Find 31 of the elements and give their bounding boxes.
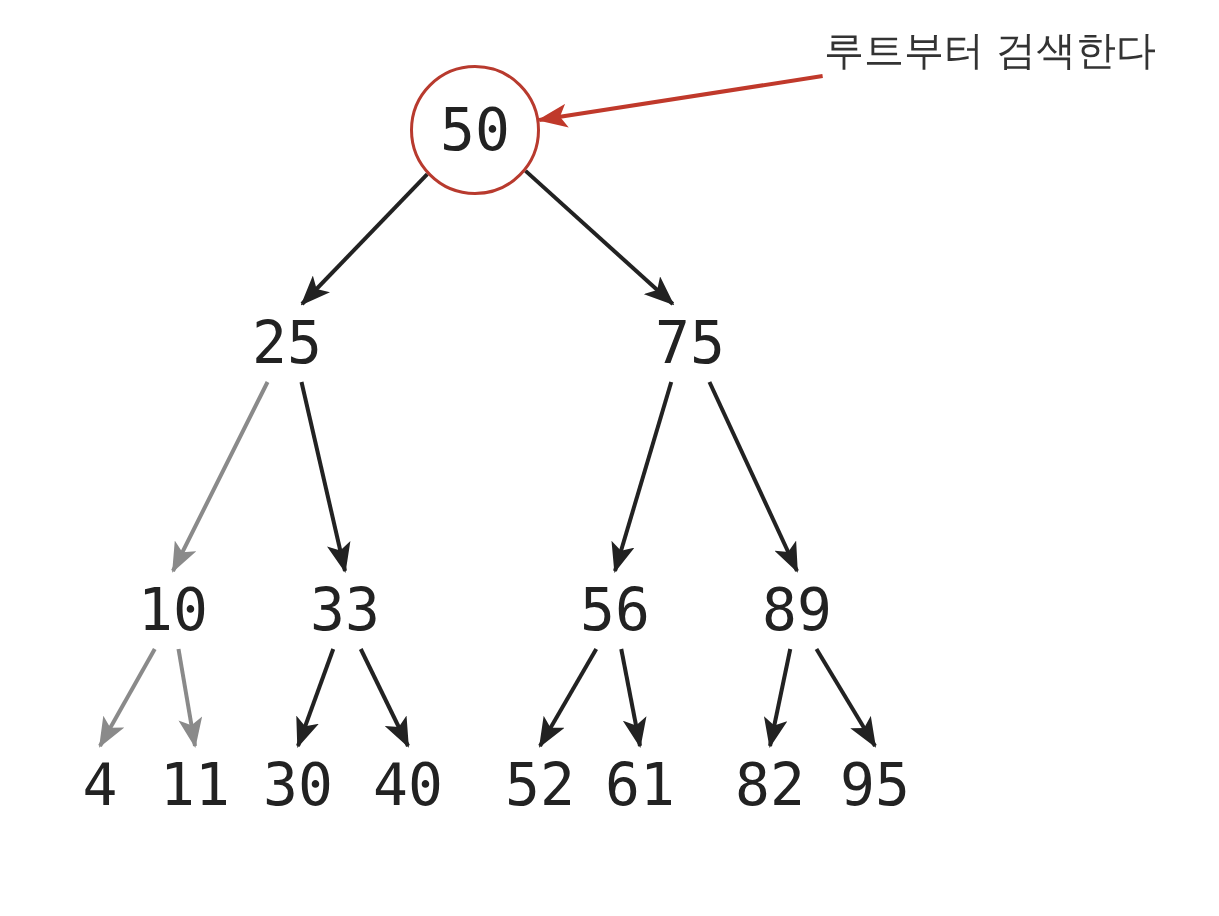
tree-node-value: 61	[601, 746, 679, 824]
tree-node-value: 82	[731, 746, 809, 824]
arrow	[299, 381, 351, 573]
tree-node-value: 52	[501, 746, 579, 824]
tree-node-value: 33	[306, 571, 384, 649]
tree-node-value: 10	[134, 571, 212, 649]
tree-node-value: 25	[248, 304, 326, 382]
tree-node-value: 4	[78, 746, 122, 824]
tree-node-value: 56	[576, 571, 654, 649]
arrow	[300, 172, 429, 306]
arrow	[764, 648, 793, 748]
arrow	[358, 648, 410, 748]
arrow	[98, 648, 157, 748]
tree-node-value: 95	[836, 746, 914, 824]
arrow	[524, 169, 675, 306]
arrow	[537, 74, 823, 128]
tree-node-value: 89	[758, 571, 836, 649]
arrow	[707, 381, 799, 573]
arrow	[296, 648, 336, 748]
arrow	[171, 381, 270, 573]
arrow	[619, 648, 647, 748]
arrow	[611, 381, 674, 573]
tree-node-value: 40	[369, 746, 447, 824]
arrow	[814, 647, 877, 748]
arrow	[538, 648, 598, 748]
root-node-circle: 50	[410, 65, 540, 195]
tree-node-value: 11	[156, 746, 234, 824]
arrow	[176, 648, 203, 748]
annotation-text: 루트부터 검색한다	[817, 24, 1163, 76]
tree-node-value: 75	[651, 304, 729, 382]
tree-node-value: 30	[259, 746, 337, 824]
